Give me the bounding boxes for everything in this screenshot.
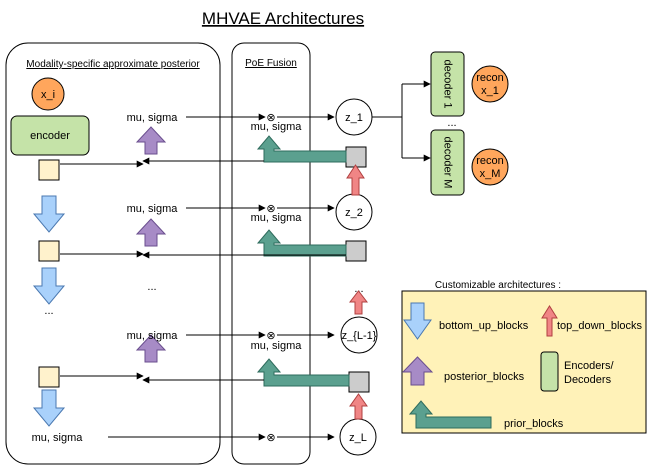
latent-dots: ...	[354, 283, 363, 295]
fused-label: mu, sigma	[251, 212, 303, 224]
product-symbol: ⊗	[266, 203, 275, 215]
legend-bottom-up-label: bottom_up_blocks	[439, 320, 529, 332]
product-symbol: ⊗	[266, 432, 275, 444]
product-symbol: ⊗	[266, 112, 275, 124]
posterior-label: mu, sigma	[127, 330, 179, 342]
middle-dots: ...	[147, 281, 156, 293]
decoder-dots: ...	[447, 117, 456, 129]
decoder-1-label: decoder 1	[442, 60, 454, 109]
prior-block-arrow	[256, 229, 347, 257]
legend-top-down-icon	[541, 305, 558, 337]
encoder-block	[10, 115, 90, 156]
recon-node-x-m	[471, 148, 509, 186]
input-label: x_i	[41, 89, 55, 101]
posterior-panel	[5, 42, 221, 465]
latent-label: z_L	[349, 432, 367, 444]
posterior-block-arrow	[135, 334, 167, 363]
decoder-m-block	[430, 129, 465, 196]
legend-prior-label: prior_blocks	[504, 418, 564, 430]
legend-encoders-label: Decoders	[564, 374, 612, 386]
recon-label: recon	[476, 72, 504, 84]
recon-label: x_1	[481, 85, 499, 97]
legend-prior-icon	[408, 400, 492, 429]
latent-label: z_1	[345, 112, 363, 124]
gray-block	[345, 240, 367, 262]
posterior-block-arrow	[135, 126, 167, 155]
gray-block	[345, 146, 367, 168]
product-symbol: ⊗	[266, 330, 275, 342]
bottom-up-block-arrow	[32, 267, 66, 305]
prior-block-arrow	[256, 358, 350, 387]
input-node-x-i	[31, 77, 65, 111]
posterior-block-arrow	[135, 218, 167, 247]
decoder-m-label: decoder M	[442, 137, 454, 189]
feature-box	[38, 240, 60, 262]
recon-label: x_M	[480, 168, 501, 180]
legend-posterior-icon	[401, 356, 434, 386]
posterior-label: mu, sigma	[127, 112, 179, 124]
legend-top-down-label: top_down_blocks	[557, 320, 643, 332]
prior-block-arrow	[256, 135, 347, 163]
recon-label: recon	[476, 155, 504, 167]
bottom-posterior-label: mu, sigma	[32, 432, 84, 444]
legend-panel	[401, 290, 647, 434]
feature-box	[38, 366, 60, 388]
encoder-label: encoder	[30, 130, 70, 142]
fusion-panel-title: PoE Fusion	[245, 58, 297, 69]
legend-encoders-label: Encoders/	[564, 360, 614, 372]
fused-label: mu, sigma	[251, 340, 303, 352]
posterior-panel-title: Modality-specific approximate posterior	[26, 59, 200, 70]
legend-title: Customizable architectures :	[435, 280, 561, 291]
top-down-block-arrow	[346, 164, 365, 196]
bottom-up-block-arrow	[32, 389, 66, 427]
gray-block	[348, 371, 370, 393]
feature-box	[38, 159, 60, 181]
posterior-label: mu, sigma	[127, 203, 179, 215]
latent-label: z_2	[345, 207, 363, 219]
legend-encoders-icon	[540, 351, 559, 392]
legend-posterior-label: posterior_blocks	[444, 371, 525, 383]
latent-node-z-l-minus-1	[340, 316, 378, 354]
top-down-block-arrow	[349, 393, 368, 420]
fused-label: mu, sigma	[251, 121, 303, 133]
diagram-title: MHVAE Architectures	[202, 9, 364, 28]
latent-label: z_{L-1}	[342, 330, 377, 342]
recon-node-x-1	[471, 65, 509, 103]
bottom-up-block-arrow	[32, 195, 66, 233]
decoder-1-block	[430, 51, 465, 117]
top-down-block-arrow	[348, 290, 369, 315]
vertical-dots: ...	[44, 305, 53, 317]
legend-bottom-up-icon	[403, 302, 432, 340]
